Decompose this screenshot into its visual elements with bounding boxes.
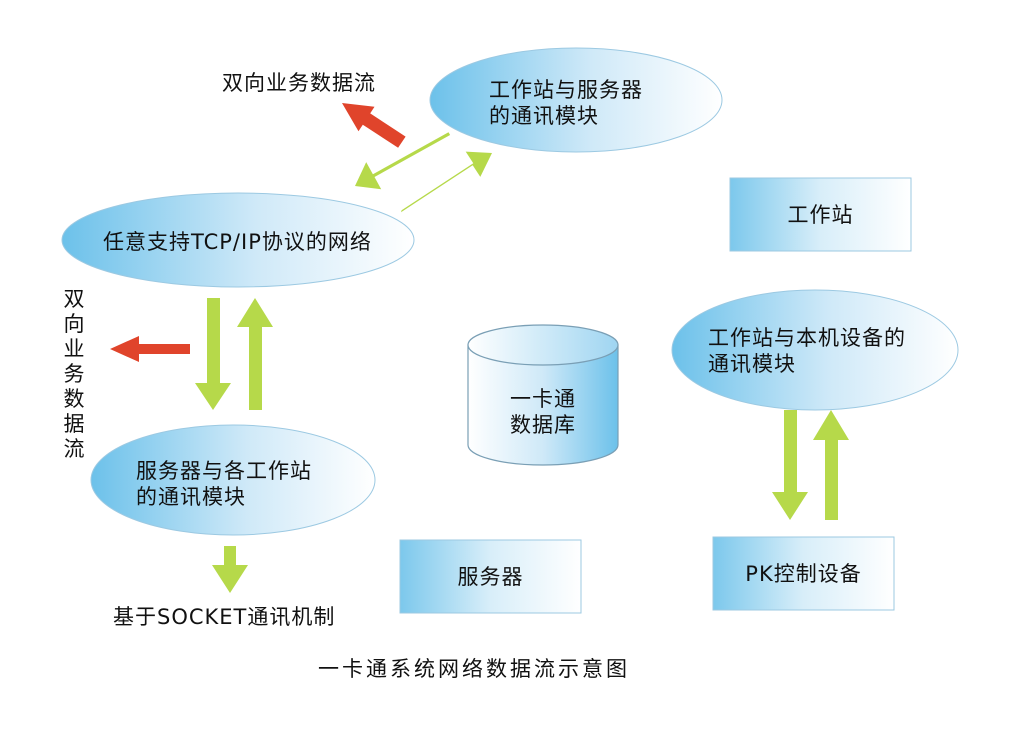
workstation-server-module-ellipse [429, 47, 723, 153]
server-label: 服务器 [457, 565, 524, 589]
bidirectional-flow-left-label: 双向业务数据流 [63, 287, 85, 461]
arrow-down-socket-icon [212, 546, 248, 593]
database-label: 一卡通 数据库 [510, 387, 576, 437]
pk-device-box [712, 536, 895, 611]
bidirectional-flow-top-label: 双向业务数据流 [222, 71, 376, 95]
arrow-red-top-icon [342, 103, 406, 148]
workstation-server-module-label: 工作站与服务器 的通讯模块 [489, 78, 643, 128]
database-cylinder [467, 324, 619, 466]
workstation-box [729, 177, 912, 252]
tcpip-network-label: 任意支持TCP/IP协议的网络 [103, 230, 372, 254]
arrow-down-green-left-icon [195, 298, 231, 410]
workstation-device-module-ellipse [671, 289, 959, 411]
arrow-down-green-right-icon [772, 410, 808, 520]
arrow-up-green-right-icon [813, 410, 849, 520]
workstation-device-module-label: 工作站与本机设备的 通讯模块 [708, 326, 906, 376]
arrow-red-left-icon [110, 336, 190, 362]
server-workstations-module-label: 服务器与各工作站 的通讯模块 [136, 459, 312, 509]
socket-mechanism-label: 基于SOCKET通讯机制 [113, 605, 336, 629]
workstation-label: 工作站 [787, 203, 854, 227]
arrow-up-green-left-icon [237, 298, 273, 410]
pk-device-label: PK控制设备 [745, 562, 862, 586]
server-box [399, 539, 582, 614]
arrow-up-right-green-icon [401, 151, 492, 213]
diagram-caption: 一卡通系统网络数据流示意图 [318, 657, 630, 681]
server-workstations-module-ellipse [90, 424, 376, 536]
tcpip-network-ellipse [61, 192, 415, 288]
arrow-down-left-green-icon [355, 132, 451, 190]
